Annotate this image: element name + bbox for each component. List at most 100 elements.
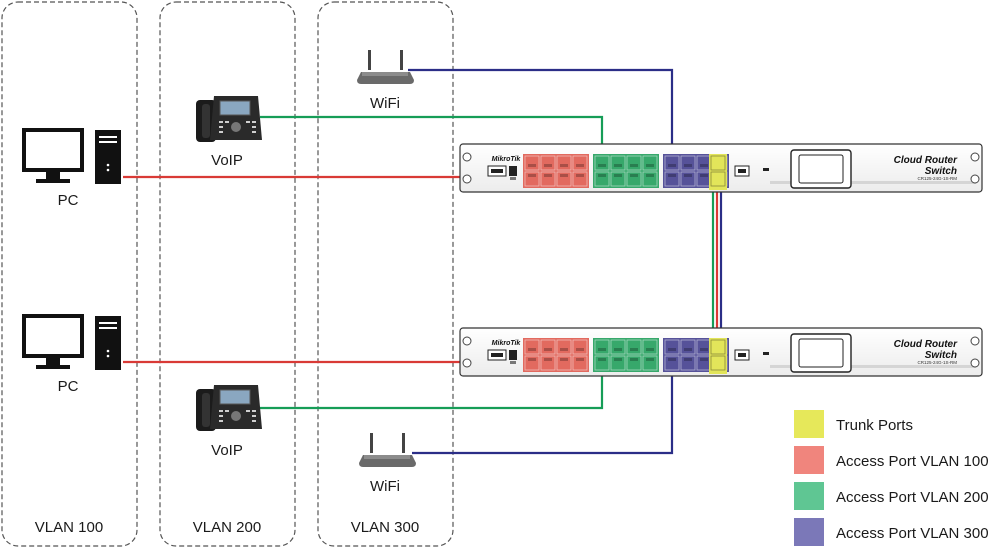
mounting-screw-icon <box>462 152 472 162</box>
wifi-top-label: WiFi <box>370 95 400 112</box>
ethernet-port <box>594 339 610 355</box>
wifi-router-icon <box>357 50 414 84</box>
ethernet-port <box>524 155 540 171</box>
zone-vlan300-label: VLAN 300 <box>351 519 419 536</box>
legend-label: Access Port VLAN 200 <box>836 489 989 506</box>
pc-bottom: PC <box>22 314 121 395</box>
zone-vlan100-border <box>1 1 138 547</box>
monitor-icon <box>22 314 84 369</box>
ethernet-port <box>642 155 658 171</box>
voip-top-label: VoIP <box>211 152 243 169</box>
ethernet-port <box>556 171 572 187</box>
ethernet-port <box>664 355 680 371</box>
monitor-icon <box>22 128 84 183</box>
switch-title-line2: Switch <box>925 350 957 361</box>
ethernet-port <box>626 355 642 371</box>
ports-vlan100 <box>523 154 589 188</box>
ethernet-port <box>610 155 626 171</box>
ethernet-port <box>524 355 540 371</box>
ethernet-port <box>524 339 540 355</box>
ethernet-port <box>664 171 680 187</box>
trunk-port <box>710 155 726 171</box>
legend-label: Access Port VLAN 100 <box>836 453 989 470</box>
switch-stripe <box>770 365 976 368</box>
ip-phone-icon <box>196 385 262 431</box>
ethernet-port <box>556 355 572 371</box>
mounting-screw-icon <box>970 152 980 162</box>
wifi-router-icon <box>359 433 416 467</box>
wifi-bottom-label: WiFi <box>370 478 400 495</box>
ethernet-port <box>610 355 626 371</box>
ethernet-port <box>572 355 588 371</box>
zone-vlan300: VLAN 300 <box>317 1 454 547</box>
voip-top: VoIP <box>196 96 262 169</box>
mounting-screw-icon <box>462 336 472 346</box>
ethernet-port <box>626 339 642 355</box>
switch-model: CR125-24G-1S-RM <box>917 360 957 365</box>
ethernet-port <box>680 355 696 371</box>
legend-label: Access Port VLAN 300 <box>836 525 989 542</box>
mounting-screw-icon <box>462 174 472 184</box>
zone-vlan200: VLAN 200 <box>159 1 296 547</box>
pc-top: PC <box>22 128 121 209</box>
legend-label: Trunk Ports <box>836 417 913 434</box>
ethernet-port <box>540 171 556 187</box>
legend-item: Trunk Ports <box>794 410 913 438</box>
ethernet-port <box>696 339 712 355</box>
ethernet-port <box>594 171 610 187</box>
ethernet-port <box>540 355 556 371</box>
legend-swatch <box>794 410 824 438</box>
legend-item: Access Port VLAN 300 <box>794 518 989 546</box>
ethernet-port <box>626 171 642 187</box>
switch-stripe <box>770 181 976 184</box>
switch-title-line1: Cloud Router <box>894 155 958 166</box>
cable-wifi-bottom-vlan300 <box>412 366 674 455</box>
zone-vlan100-label: VLAN 100 <box>35 519 103 536</box>
ethernet-port <box>664 155 680 171</box>
ethernet-port <box>642 339 658 355</box>
ethernet-port <box>556 339 572 355</box>
zone-vlan200-label: VLAN 200 <box>193 519 261 536</box>
ethernet-port <box>572 171 588 187</box>
legend-swatch <box>794 518 824 546</box>
trunk-port <box>710 171 726 187</box>
zone-vlan300-border <box>317 1 454 547</box>
switch-title-line1: Cloud Router <box>894 339 958 350</box>
trunk-port <box>710 355 726 371</box>
switch-title-line2: Switch <box>925 166 957 177</box>
ethernet-port <box>610 339 626 355</box>
ethernet-port <box>664 339 680 355</box>
computer-tower-icon <box>95 316 121 370</box>
pc-bottom-label: PC <box>58 378 79 395</box>
lcd-screen <box>790 333 852 373</box>
legend-swatch <box>794 482 824 510</box>
ethernet-port <box>680 171 696 187</box>
legend-swatch <box>794 446 824 474</box>
ethernet-port <box>540 339 556 355</box>
zone-vlan100: VLAN 100 <box>1 1 138 547</box>
ethernet-port <box>642 355 658 371</box>
reset-button <box>509 350 517 360</box>
ethernet-port <box>626 155 642 171</box>
ethernet-port <box>610 171 626 187</box>
mikrotik-logo: MikroTik <box>492 156 522 163</box>
voip-bottom: VoIP <box>196 385 262 459</box>
cable-wifi-top-vlan300 <box>408 68 674 160</box>
trunk-port <box>710 339 726 355</box>
ports-vlan100 <box>523 338 589 372</box>
zone-vlan200-border <box>159 1 296 547</box>
mounting-screw-icon <box>970 358 980 368</box>
legend-item: Access Port VLAN 100 <box>794 446 989 474</box>
voip-bottom-label: VoIP <box>211 442 243 459</box>
ethernet-port <box>556 155 572 171</box>
ports-vlan200 <box>593 338 659 372</box>
legend-item: Access Port VLAN 200 <box>794 482 989 510</box>
computer-tower-icon <box>95 130 121 184</box>
mounting-screw-icon <box>462 358 472 368</box>
ethernet-port <box>594 355 610 371</box>
